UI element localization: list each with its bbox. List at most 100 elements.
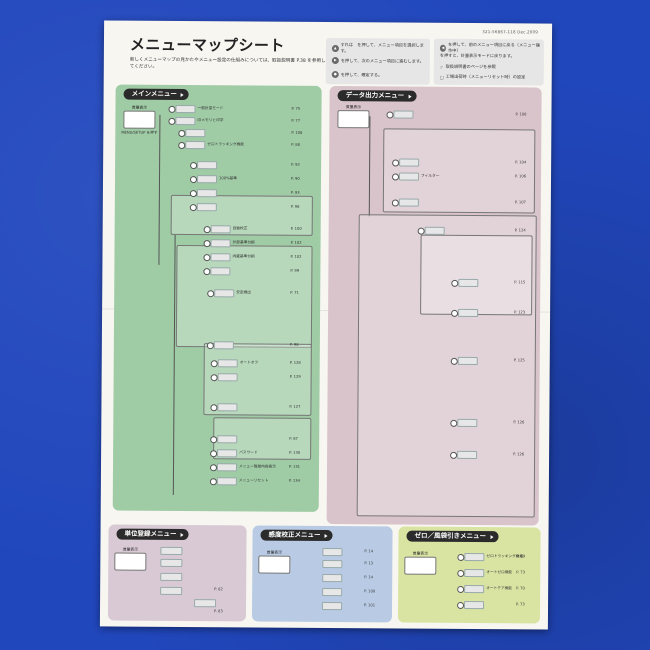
sheet-intro: 新しくメニューマップの見かたやメニュー設定の仕組みについては、取扱説明書 P.3… <box>129 57 326 70</box>
main-item-label-0: 一般計量モード <box>197 105 224 110</box>
data-group-3 <box>420 234 533 316</box>
main-item-ref-16: P. 127 <box>289 404 301 409</box>
main-item-selector-7 <box>189 203 197 211</box>
main-item-lcd-1 <box>175 116 196 126</box>
zero-item-selector-3 <box>457 601 465 609</box>
main-item-ref-5: P. 90 <box>291 176 300 181</box>
main-item-selector-0 <box>168 105 176 113</box>
zero-item-ref-0: P. 69 <box>516 553 526 558</box>
main-item-selector-12 <box>207 289 215 297</box>
main-item-selector-6 <box>189 189 197 197</box>
data-item-selector-3 <box>391 198 399 207</box>
data-item-selector-0 <box>386 110 394 118</box>
unit-lcd-1 <box>160 546 183 556</box>
main-item-selector-1 <box>168 117 176 125</box>
data-item-lcd-2 <box>399 172 420 181</box>
data-item-selector-8 <box>450 419 458 427</box>
unit-ref-1: P. 82 <box>214 587 223 592</box>
sens-ref-3: P. 100 <box>364 588 376 593</box>
main-group-2 <box>175 244 313 348</box>
main-item-selector-13 <box>206 341 214 349</box>
data-item-selector-9 <box>450 451 458 459</box>
data-item-lcd-8 <box>457 418 478 428</box>
main-item-ref-20: P. 134 <box>288 478 300 483</box>
main-item-label-18: パスワード <box>239 449 258 455</box>
main-item-lcd-13 <box>213 341 234 350</box>
zero-menu-title: ゼロ／風袋引きメニュー <box>406 530 499 543</box>
data-item-lcd-1 <box>399 158 420 167</box>
main-item-ref-11: P. 99 <box>290 268 300 273</box>
data-start-label: 質量表示 <box>345 104 362 110</box>
data-item-lcd-5 <box>458 278 479 288</box>
data-item-ref-7: P. 125 <box>513 357 525 362</box>
unit-menu-panel: 単位登録メニュー 質量表示 P. 82 P. 83 <box>107 524 247 622</box>
main-item-selector-17 <box>210 435 218 443</box>
unit-ref-2: P. 83 <box>213 609 223 614</box>
unit-lcd-3 <box>160 572 183 582</box>
sens-start-label: 質量表示 <box>266 549 283 555</box>
zero-start-label: 質量表示 <box>412 550 429 556</box>
zero-item-label-1: オートゼロ機能 <box>486 569 513 574</box>
main-item-ref-9: P. 102 <box>290 240 302 245</box>
main-item-lcd-6 <box>196 189 217 198</box>
main-item-label-20: メニューリセット <box>238 477 269 483</box>
main-item-ref-15: P. 129 <box>289 374 301 379</box>
sens-lcd-2 <box>322 573 343 583</box>
main-item-ref-13: P. 98 <box>289 342 299 347</box>
zero-item-lcd-0 <box>464 552 485 562</box>
zero-item-ref-1: P. 73 <box>516 569 525 574</box>
main-item-selector-9 <box>203 239 211 247</box>
sens-lcd-4 <box>322 601 343 611</box>
data-item-ref-2: P. 106 <box>515 173 527 178</box>
legend-right3: 取扱説明書のページを参照 <box>445 63 496 70</box>
legend-right: ◀を押して、前のメニュー項目に戻る（メニュー操作中） を押すと、計量表示モードに… <box>433 38 544 86</box>
unit-lcd-4 <box>160 586 183 596</box>
main-item-lcd-9 <box>210 239 231 248</box>
main-item-lcd-2 <box>185 129 206 138</box>
zero-item-selector-0 <box>457 553 465 561</box>
main-item-selector-20 <box>209 477 217 485</box>
data-item-selector-5 <box>451 279 459 287</box>
main-item-label-14: オートオフ <box>239 359 259 365</box>
sens-ref-4: P. 101 <box>364 602 376 607</box>
main-item-ref-17: P. 67 <box>289 436 298 441</box>
zero-item-lcd-2 <box>464 584 485 594</box>
data-item-lcd-9 <box>457 450 478 460</box>
unit-start-label: 質量表示 <box>122 546 139 552</box>
menu-map-sheet: 321-56867-118 Dec.2009 メニューマップシート 新しくメニュ… <box>99 20 553 630</box>
data-item-lcd-0 <box>393 110 414 119</box>
main-item-label-10: 内蔵基準分銅 <box>232 253 255 258</box>
main-item-ref-19: P. 131 <box>288 464 301 469</box>
main-item-lcd-3 <box>185 141 206 150</box>
main-item-ref-2: P. 108 <box>291 130 303 135</box>
button-icon: ▲ <box>331 44 339 52</box>
zero-item-ref-3: P. 73 <box>516 601 525 606</box>
data-item-lcd-4 <box>424 226 445 235</box>
data-item-lcd-7 <box>457 356 478 366</box>
main-item-ref-14: P. 128 <box>289 360 301 365</box>
main-item-selector-11 <box>203 267 211 275</box>
sens-lcd-0 <box>322 547 343 557</box>
sheet-title: メニューマップシート <box>129 35 286 55</box>
zero-item-lcd-1 <box>464 568 485 578</box>
sens-lcd-1 <box>322 559 343 569</box>
main-item-label-9: 外部基準分銅 <box>232 239 255 245</box>
data-item-ref-0: P. 108 <box>515 111 527 116</box>
main-item-selector-2 <box>178 129 186 137</box>
main-item-ref-10: P. 102 <box>290 254 302 259</box>
main-item-selector-8 <box>203 225 211 233</box>
unit-lcd-2 <box>160 558 183 568</box>
data-item-selector-7 <box>450 357 458 365</box>
main-item-lcd-7 <box>196 203 217 212</box>
button-icon: ● <box>331 71 339 79</box>
zero-start-display: 質量表示 <box>404 551 437 575</box>
main-item-label-19: メニュー階層内容表示 <box>239 463 276 469</box>
main-item-lcd-12 <box>214 289 235 298</box>
data-item-ref-6: P. 123 <box>514 309 526 314</box>
data-item-selector-1 <box>392 158 400 167</box>
